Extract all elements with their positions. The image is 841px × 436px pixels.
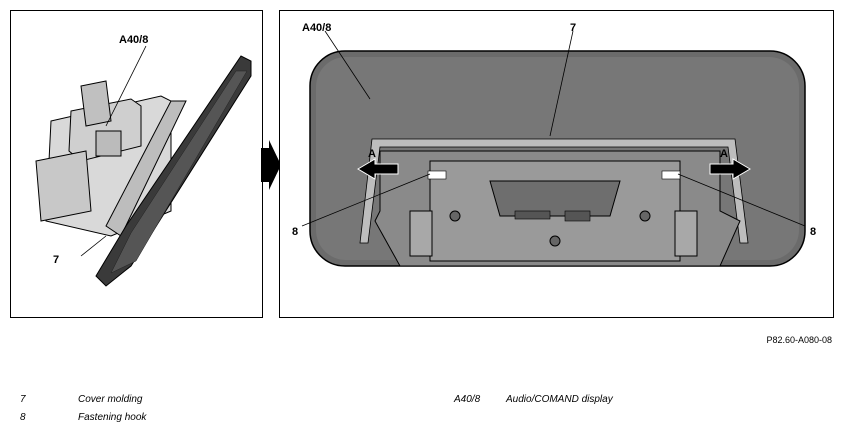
legend-number: 7: [20, 394, 26, 405]
figure-code: P82.60-A080-08: [766, 335, 832, 345]
arrow-left-icon: [357, 158, 399, 180]
legend-item: 8 Fastening hook: [20, 412, 270, 426]
legend-number: A40/8: [454, 394, 481, 405]
label-a40-8-left: A40/8: [119, 34, 148, 46]
display-side-illustration: A40/8 7: [35, 34, 252, 287]
label-7-right: 7: [570, 22, 576, 34]
legend-text: Cover molding: [78, 394, 143, 405]
legend-text: Audio/COMAND display: [506, 394, 613, 405]
label-8-left: 8: [292, 226, 298, 238]
label-a-right: A: [720, 148, 728, 160]
right-view-panel: A40/8 7 8 8 A A: [279, 10, 834, 318]
legend-item: A40/8 Audio/COMAND display: [454, 394, 704, 408]
legend-item: 7 Cover molding: [20, 394, 270, 408]
legend-text: Fastening hook: [78, 412, 147, 423]
display-rear-illustration: A40/8 7 8 8 A A: [292, 22, 816, 267]
label-a40-8-right: A40/8: [302, 22, 331, 34]
label-a-left: A: [368, 148, 376, 160]
arrow-right-icon: [709, 158, 751, 180]
label-8-right: 8: [810, 226, 816, 238]
left-view-panel: A40/8 7: [10, 10, 263, 318]
label-7-left: 7: [53, 254, 59, 266]
direction-arrow-icon: [261, 140, 281, 190]
legend-number: 8: [20, 412, 26, 423]
